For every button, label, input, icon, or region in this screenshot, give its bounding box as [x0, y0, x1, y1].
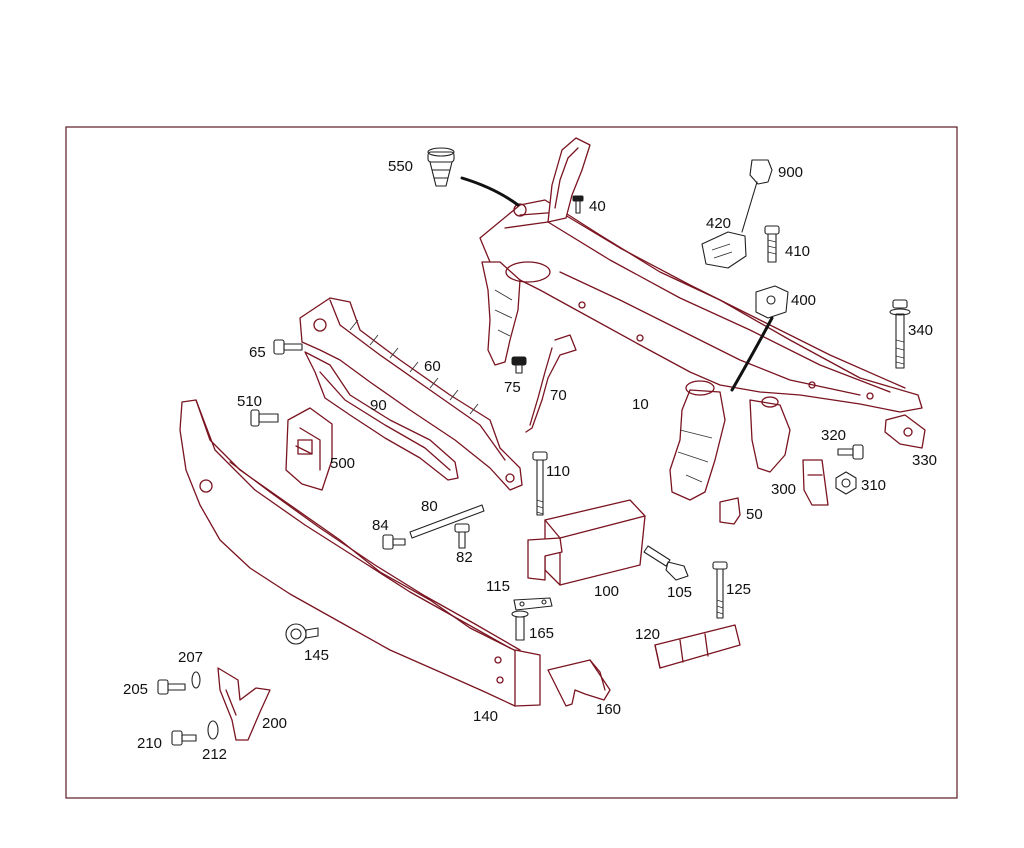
label-210: 210 [137, 735, 162, 752]
bracket-part-500 [285, 407, 333, 491]
label-90: 90 [370, 397, 387, 414]
bracket-part-115 [513, 597, 553, 611]
bolt-part-145 [285, 623, 319, 645]
bolt-part-165 [511, 610, 529, 641]
washer-part-207 [191, 671, 201, 689]
bumper-beam-part-140 [179, 399, 541, 707]
crossmember-part-60 [299, 297, 523, 491]
clip-part-900 [741, 159, 773, 233]
label-165: 165 [529, 625, 554, 642]
bolt-part-340 [889, 299, 911, 369]
crash-box-part-100 [527, 499, 646, 586]
label-10: 10 [632, 396, 649, 413]
bolt-part-320 [837, 444, 864, 460]
label-900: 900 [778, 164, 803, 181]
bolt-part-105 [643, 545, 689, 581]
label-200: 200 [262, 715, 287, 732]
label-70: 70 [550, 387, 567, 404]
label-82: 82 [456, 549, 473, 566]
label-145: 145 [304, 647, 329, 664]
label-105: 105 [667, 584, 692, 601]
bracket-part-70 [525, 334, 577, 433]
label-160: 160 [596, 701, 621, 718]
label-115: 115 [486, 578, 510, 595]
clip-part-50 [719, 497, 741, 525]
pin-part-80 [409, 504, 485, 539]
bolt-part-75 [511, 356, 527, 374]
bracket-part-160 [547, 659, 611, 707]
label-80: 80 [421, 498, 438, 515]
label-550: 550 [388, 158, 413, 175]
label-50: 50 [746, 506, 763, 523]
label-400: 400 [791, 292, 816, 309]
diagram-frame [65, 126, 958, 799]
lock-part-400 [730, 285, 789, 392]
label-75: 75 [504, 379, 521, 396]
bracket-part-420 [701, 231, 747, 269]
bolt-part-84 [382, 534, 406, 550]
label-100: 100 [594, 583, 619, 600]
bolt-part-510 [250, 409, 279, 427]
washer-part-212 [207, 720, 219, 740]
label-310: 310 [861, 477, 886, 494]
label-410: 410 [785, 243, 810, 260]
bolt-part-210 [171, 730, 197, 746]
label-340: 340 [908, 322, 933, 339]
label-510: 510 [237, 393, 262, 410]
bolt-part-110 [532, 451, 548, 516]
label-140: 140 [473, 708, 498, 725]
bolt-part-82 [454, 523, 470, 549]
nut-part-310 [835, 471, 857, 495]
bolt-part-40 [572, 195, 584, 214]
label-84: 84 [372, 517, 389, 534]
bolt-part-65 [273, 339, 303, 355]
label-110: 110 [546, 463, 570, 480]
label-207: 207 [178, 649, 203, 666]
absorber-part-120 [654, 624, 741, 669]
buffer-part-550 [427, 147, 520, 207]
label-500: 500 [330, 455, 355, 472]
label-40: 40 [589, 198, 606, 215]
label-60: 60 [424, 358, 441, 375]
label-65: 65 [249, 344, 266, 361]
label-320: 320 [821, 427, 846, 444]
bracket-part-330 [884, 414, 926, 449]
label-420: 420 [706, 215, 731, 232]
label-300: 300 [771, 481, 796, 498]
bolt-part-410 [764, 225, 780, 263]
bolt-part-205 [157, 679, 186, 695]
label-120: 120 [635, 626, 660, 643]
bracket-part-200 [217, 667, 271, 741]
reinforcement-part-90 [304, 351, 459, 481]
label-212: 212 [202, 746, 227, 763]
label-125: 125 [726, 581, 751, 598]
bolt-part-125 [712, 561, 728, 619]
radiator-support-part-10 [479, 137, 923, 501]
label-330: 330 [912, 452, 937, 469]
label-205: 205 [123, 681, 148, 698]
bracket-part-300 [802, 459, 829, 506]
